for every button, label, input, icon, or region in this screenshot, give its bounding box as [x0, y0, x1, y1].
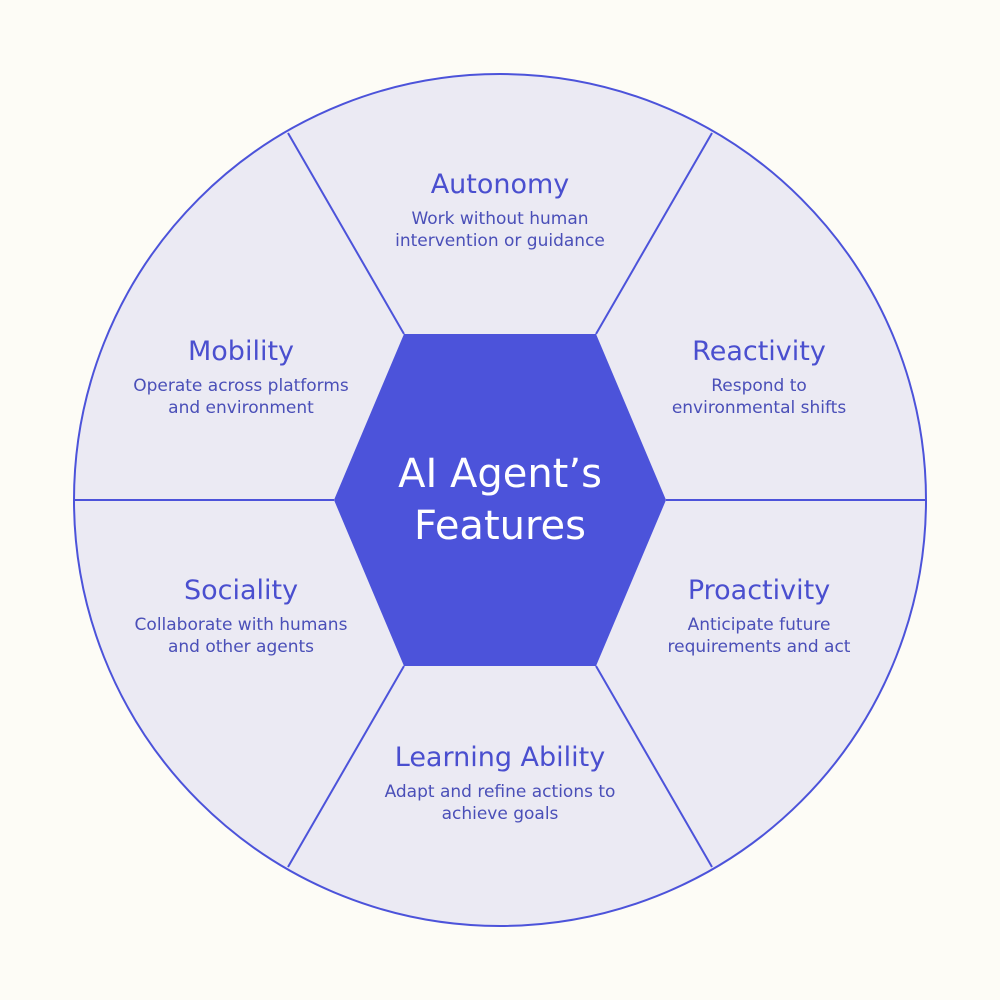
feature-autonomy: Autonomy Work without human intervention… — [370, 168, 630, 252]
feature-learning-ability: Learning Ability Adapt and refine action… — [370, 741, 630, 825]
feature-description: Operate across platforms and environment — [133, 376, 349, 418]
center-hexagon — [334, 334, 666, 666]
feature-title: Autonomy — [430, 169, 570, 200]
feature-title: Learning Ability — [394, 742, 606, 773]
feature-description: Work without human intervention or guida… — [395, 209, 605, 251]
feature-description: Collaborate with humans and other agents — [134, 615, 348, 657]
feature-title: Sociality — [183, 575, 299, 606]
feature-reactivity: Reactivity Respond to environmental shif… — [629, 335, 889, 419]
feature-title: Reactivity — [692, 336, 826, 367]
feature-title: Proactivity — [687, 575, 831, 606]
divider-line — [287, 132, 405, 335]
divider-line — [595, 132, 713, 335]
center-title: AI Agent’s Features — [398, 451, 602, 549]
feature-description: Anticipate future requirements and act — [667, 615, 851, 657]
feature-mobility: Mobility Operate across platforms and en… — [111, 335, 371, 419]
feature-proactivity: Proactivity Anticipate future requiremen… — [629, 574, 889, 658]
feature-sociality: Sociality Collaborate with humans and ot… — [111, 574, 371, 658]
divider-line — [287, 665, 405, 868]
feature-description: Respond to environmental shifts — [671, 376, 847, 418]
divider-line — [595, 665, 713, 868]
feature-title: Mobility — [187, 336, 295, 367]
feature-description: Adapt and refine actions to achieve goal… — [384, 782, 616, 824]
